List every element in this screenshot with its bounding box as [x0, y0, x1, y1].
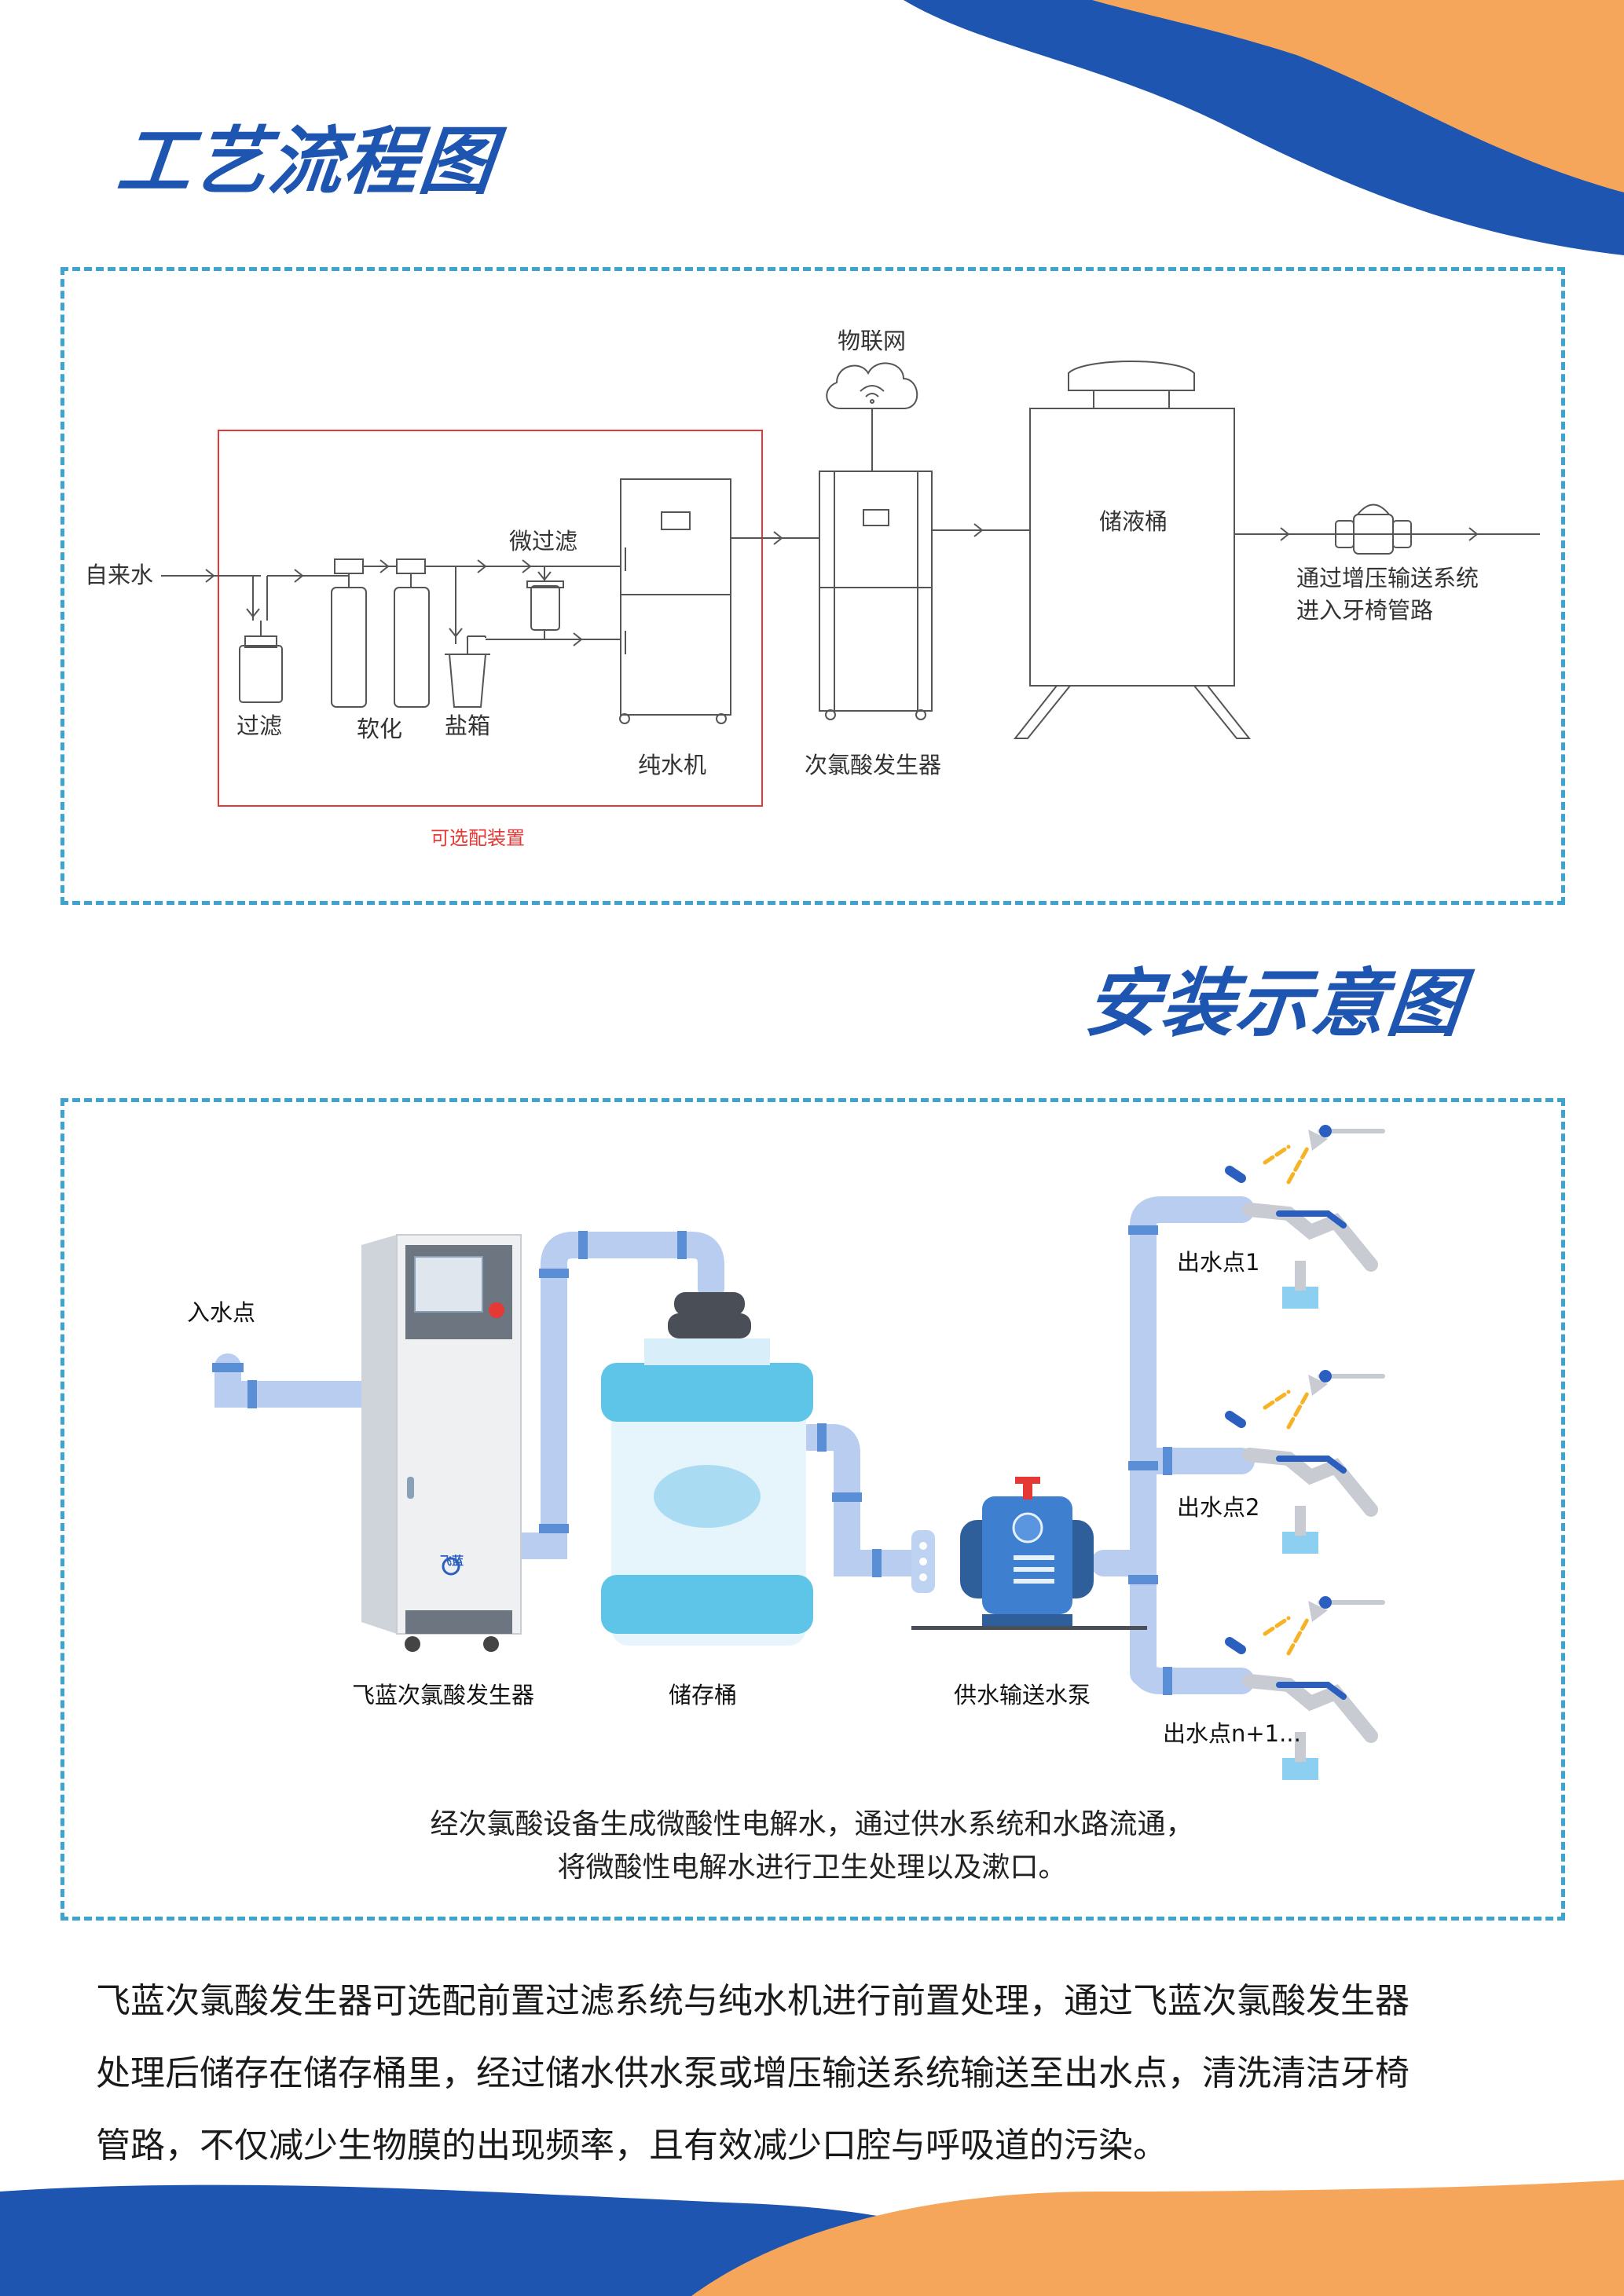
- micro-filter-label: 微过滤: [509, 528, 578, 555]
- inlet-label: 入水点: [187, 1299, 256, 1326]
- output-label-line2: 进入牙椅管路: [1296, 597, 1434, 624]
- storage-install-label: 储存桶: [669, 1682, 738, 1708]
- optional-equipment-label: 可选配装置: [431, 827, 525, 849]
- brand-logo: 飞蓝: [440, 1554, 464, 1568]
- pure-water-machine-label: 纯水机: [638, 752, 707, 778]
- install-caption-line2: 将微酸性电解水进行卫生处理以及漱口。: [557, 1851, 1067, 1884]
- storage-tank-label: 储液桶: [1099, 508, 1168, 535]
- outlet-2-label: 出水点2: [1177, 1494, 1260, 1521]
- description-line-3: 管路，不仅减少生物膜的出现频率，且有效减少口腔与呼吸道的污染。: [96, 2126, 1168, 2166]
- outlet-n-label: 出水点n+1...: [1163, 1720, 1301, 1747]
- process-diagram-frame: [60, 267, 1565, 905]
- iot-label: 物联网: [838, 328, 907, 354]
- description-line-1: 飞蓝次氯酸发生器可选配前置过滤系统与纯水机进行前置处理，通过飞蓝次氯酸发生器: [96, 1981, 1410, 2021]
- description-line-2: 处理后储存在储存桶里，经过储水供水泵或增压输送系统输送至出水点，清洗清洁牙椅: [96, 2053, 1410, 2093]
- output-label-line1: 通过增压输送系统: [1296, 565, 1479, 591]
- softener-label: 软化: [357, 716, 403, 742]
- install-diagram-frame: [60, 1098, 1565, 1921]
- generator-label: 次氯酸发生器: [805, 752, 942, 778]
- install-caption-line1: 经次氯酸设备生成微酸性电解水，通过供水系统和水路流通，: [430, 1808, 1194, 1840]
- pump-label: 供水输送水泵: [954, 1682, 1091, 1708]
- corner-decoration-top: [904, 0, 1624, 255]
- description-paragraph: 飞蓝次氯酸发生器可选配前置过滤系统与纯水机进行前置处理，通过飞蓝次氯酸发生器 处…: [96, 1965, 1557, 2182]
- process-diagram: [161, 361, 1540, 807]
- salt-box-label: 盐箱: [445, 712, 491, 739]
- outlet-1-label: 出水点1: [1177, 1249, 1260, 1276]
- filter-label: 过滤: [236, 712, 283, 739]
- generator-install-label: 飞蓝次氯酸发生器: [352, 1682, 535, 1708]
- tap-water-label: 自来水: [85, 562, 154, 588]
